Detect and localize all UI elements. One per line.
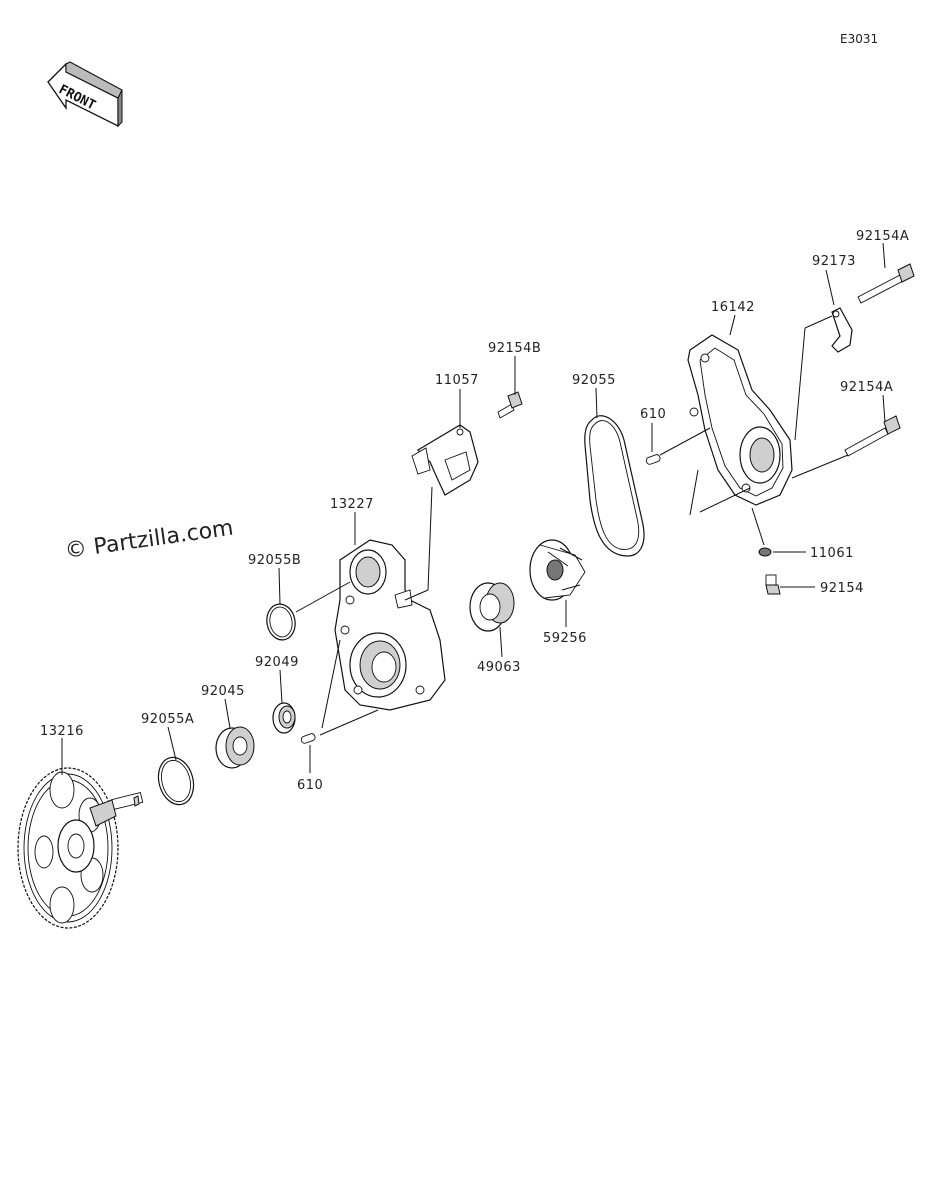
label-49063: 49063: [477, 660, 521, 675]
label-13227: 13227: [330, 497, 374, 512]
impeller-59256: [529, 539, 586, 601]
washer-11061: [758, 547, 772, 557]
seal-92049: [272, 702, 296, 734]
label-92154A-top: 92154A: [856, 229, 909, 244]
label-610-upper: 610: [640, 407, 666, 422]
pump-cover-16142: [687, 334, 793, 506]
label-11057: 11057: [435, 373, 479, 388]
clamp-92173: [831, 307, 853, 353]
bracket-11057: [411, 424, 479, 496]
front-arrow-icon: FRONT: [47, 61, 123, 128]
watermark: © Partzilla.com: [63, 516, 235, 564]
label-92045: 92045: [201, 684, 245, 699]
bolt-92154A-top: [857, 263, 915, 304]
label-16142: 16142: [711, 300, 755, 315]
label-92154B: 92154B: [488, 341, 541, 356]
label-59256: 59256: [543, 631, 587, 646]
bolt-92154B: [497, 391, 523, 419]
mechanical-seal-49063: [469, 582, 515, 632]
label-92055B: 92055B: [248, 553, 301, 568]
drain-bolt-92154: [765, 574, 781, 595]
bolt-92154A-mid: [844, 415, 901, 457]
leader-lines: [61, 242, 886, 775]
bearing-92045: [215, 726, 255, 769]
label-11061: 11061: [810, 546, 854, 561]
label-92173: 92173: [812, 254, 856, 269]
gear-13216: [17, 767, 144, 929]
dowel-pin-610-lower: [300, 733, 316, 744]
label-92055A: 92055A: [141, 712, 194, 727]
label-92154A-mid: 92154A: [840, 380, 893, 395]
pump-body-13227: [334, 539, 446, 711]
dowel-pin-610-upper: [645, 454, 661, 465]
label-92049: 92049: [255, 655, 299, 670]
label-92154: 92154: [820, 581, 864, 596]
label-13216: 13216: [40, 724, 84, 739]
label-92055: 92055: [572, 373, 616, 388]
label-610-lower: 610: [297, 778, 323, 793]
diagram-code: E3031: [840, 32, 878, 46]
